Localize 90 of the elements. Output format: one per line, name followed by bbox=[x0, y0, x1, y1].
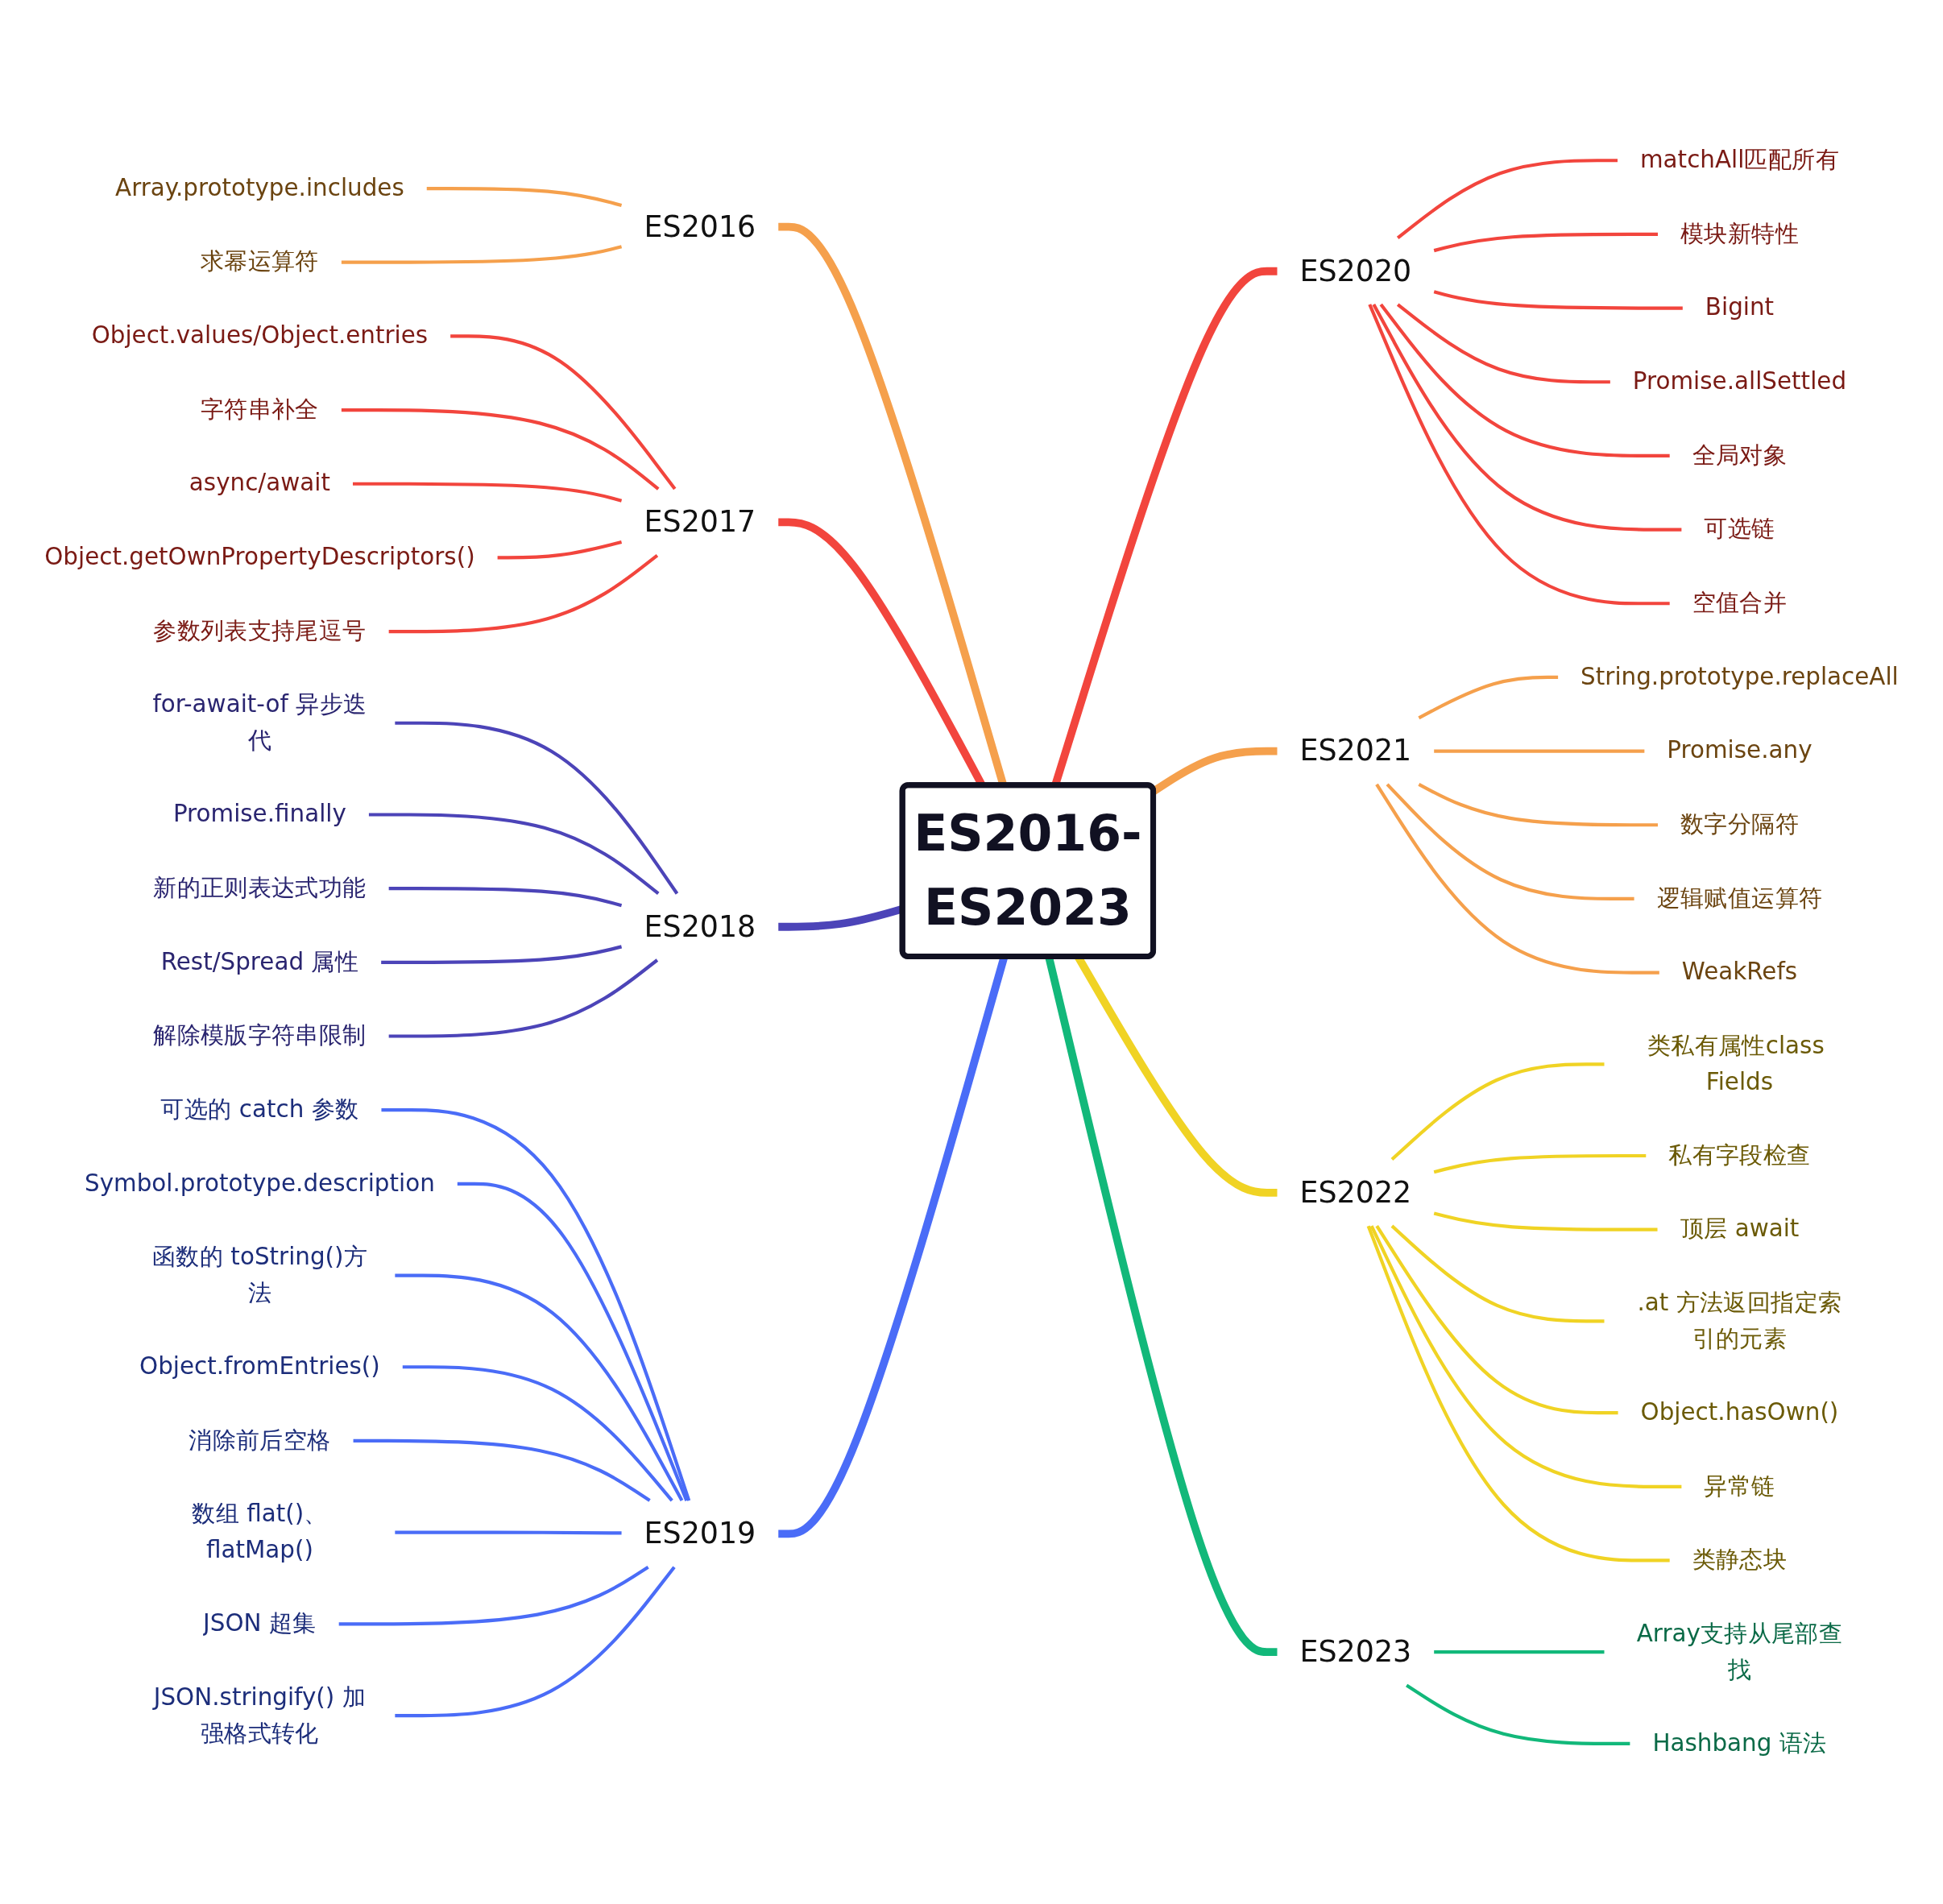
node-text: 全局对象 bbox=[1692, 441, 1788, 469]
connector bbox=[450, 334, 677, 490]
connector bbox=[457, 1182, 689, 1501]
connector bbox=[1390, 1224, 1605, 1323]
node-text: ES2019 bbox=[644, 1516, 756, 1550]
node-text: 私有字段检查 bbox=[1668, 1141, 1811, 1169]
node-text: 类私有属性class Fields bbox=[1647, 1032, 1825, 1095]
node-text: 可选的 catch 参数 bbox=[160, 1095, 359, 1123]
node-text: 可选链 bbox=[1704, 515, 1775, 543]
node-text: 数字分隔符 bbox=[1680, 810, 1799, 838]
node-text: Rest/Spread 属性 bbox=[160, 947, 359, 975]
connector bbox=[388, 958, 659, 1038]
connector bbox=[402, 1365, 673, 1502]
connector bbox=[1418, 675, 1559, 720]
node-text: 模块新特性 bbox=[1680, 220, 1799, 247]
connector bbox=[368, 813, 660, 896]
connector bbox=[395, 1566, 676, 1718]
node-text: 消除前后空格 bbox=[188, 1426, 331, 1454]
connector bbox=[1433, 232, 1658, 253]
connector bbox=[1375, 783, 1659, 975]
connector bbox=[426, 186, 623, 208]
node-text: async/await bbox=[188, 469, 330, 497]
connector bbox=[1418, 782, 1658, 827]
node-text: 字符串补全 bbox=[200, 395, 319, 423]
node-text: 顶层 await bbox=[1680, 1215, 1800, 1243]
node-text: for-await-of 异步迭代 bbox=[152, 690, 367, 754]
connector bbox=[395, 1273, 684, 1502]
node-text: ES2016 bbox=[644, 209, 756, 243]
node-text: Object.values/Object.entries bbox=[91, 321, 429, 350]
connector bbox=[395, 721, 679, 895]
node-text: ES2023 bbox=[1299, 1634, 1412, 1669]
connector bbox=[1386, 783, 1634, 900]
node-text: Bigint bbox=[1705, 293, 1775, 321]
connector bbox=[381, 1108, 691, 1501]
connector bbox=[1379, 303, 1670, 457]
node-text: ES2020 bbox=[1299, 253, 1412, 288]
node-text: Array.prototype.includes bbox=[115, 174, 404, 201]
node-text: Object.getOwnPropertyDescriptors() bbox=[44, 543, 475, 571]
connector bbox=[1396, 303, 1610, 384]
node-text: 异常链 bbox=[1704, 1471, 1775, 1500]
node-text: Promise.finally bbox=[172, 800, 346, 828]
node-text: 求幂运算符 bbox=[200, 247, 319, 275]
node-text: Object.fromEntries() bbox=[139, 1352, 380, 1380]
node-text: 数组 flat()、flatMap() bbox=[192, 1500, 328, 1563]
node-text: Object.hasOwn() bbox=[1640, 1398, 1839, 1426]
connector bbox=[341, 408, 660, 490]
node-text: ES2022 bbox=[1299, 1175, 1412, 1210]
node-text: 新的正则表达式功能 bbox=[153, 874, 367, 901]
node-text: String.prototype.replaceAll bbox=[1580, 663, 1899, 690]
connector bbox=[395, 1530, 622, 1535]
connector bbox=[1433, 1211, 1658, 1231]
connector bbox=[353, 482, 623, 503]
connector bbox=[1406, 1683, 1630, 1745]
node-text: ES2018 bbox=[644, 909, 756, 943]
node-text: 函数的 toString()方法 bbox=[151, 1243, 367, 1306]
node-text: Hashbang 语法 bbox=[1652, 1728, 1827, 1757]
node-text: .at 方法返回指定索引的元素 bbox=[1637, 1289, 1842, 1352]
node-text: WeakRefs bbox=[1681, 958, 1798, 986]
connector bbox=[1366, 1225, 1670, 1563]
node-text: 解除模版字符串限制 bbox=[153, 1021, 367, 1049]
connector bbox=[341, 245, 623, 264]
connector bbox=[353, 1438, 651, 1502]
connector bbox=[338, 1565, 649, 1626]
node-text: 空值合并 bbox=[1692, 589, 1788, 616]
node-text: Promise.allSettled bbox=[1632, 367, 1847, 395]
node-text: JSON 超集 bbox=[203, 1609, 317, 1637]
connector bbox=[1433, 290, 1683, 310]
connector bbox=[1433, 1153, 1647, 1174]
node-text: ES2017 bbox=[644, 504, 756, 539]
node-text: Symbol.prototype.description bbox=[85, 1169, 435, 1197]
connector bbox=[497, 540, 623, 560]
connector bbox=[1372, 303, 1682, 532]
connector bbox=[381, 945, 623, 964]
connector bbox=[1434, 749, 1645, 753]
connector bbox=[388, 553, 659, 634]
node-text: Array支持从尾部查找 bbox=[1636, 1620, 1843, 1683]
node-text: 逻辑赋值运算符 bbox=[1656, 884, 1823, 912]
connector bbox=[1390, 1062, 1605, 1161]
node-text: 类静态块 bbox=[1692, 1546, 1788, 1574]
connector bbox=[1368, 304, 1670, 606]
node-text: JSON.stringify() 加强格式转化 bbox=[153, 1683, 367, 1746]
connector bbox=[388, 887, 623, 908]
node-text: matchAll匹配所有 bbox=[1639, 146, 1839, 173]
connector bbox=[1396, 159, 1618, 240]
connector bbox=[1434, 1650, 1605, 1654]
node-text: 参数列表支持尾逗号 bbox=[153, 617, 367, 644]
node-text: Promise.any bbox=[1667, 736, 1812, 764]
connector bbox=[1375, 1224, 1618, 1415]
connector bbox=[1369, 1225, 1682, 1488]
node-text: ES2021 bbox=[1299, 733, 1412, 768]
